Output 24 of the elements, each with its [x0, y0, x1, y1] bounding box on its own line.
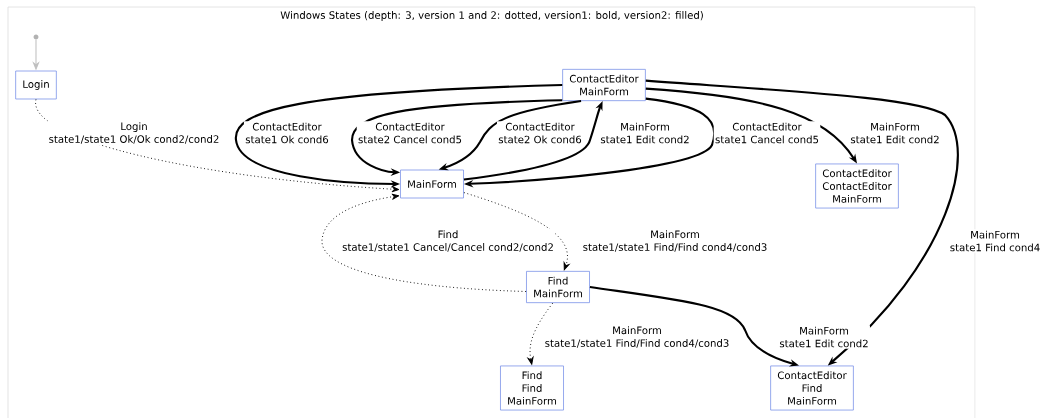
state-box: Find MainForm	[526, 270, 590, 304]
edge-label: MainForm state1 Edit cond2	[599, 121, 691, 145]
arrow	[321, 193, 527, 292]
arrow	[35, 98, 400, 193]
state-box: ContactEditor ContactEditor MainForm	[815, 163, 899, 209]
edge-label: Find state1/state1 Cancel/Cancel cond2/cond2	[340, 228, 556, 254]
state-box: MainForm	[400, 169, 464, 199]
state-box: ContactEditor Find MainForm	[770, 365, 854, 411]
edge-label: MainForm state1 Find cond4	[948, 229, 1042, 253]
edge-label: ContactEditor state1 Ok cond6	[243, 121, 331, 145]
edge-label: MainForm state1 Edit cond2	[778, 325, 870, 349]
state-box: Login	[15, 70, 57, 100]
state-box: Find Find MainForm	[500, 365, 564, 411]
title: Windows States (depth: 3, version 1 and 2: dotted, version1: bold, version2: filled)	[280, 11, 703, 21]
edge-label: MainForm state1/state1 Find/Find cond4/cond3	[581, 228, 769, 254]
arrow	[463, 192, 570, 271]
arrow	[527, 302, 554, 365]
state-box: ContactEditor MainForm	[562, 68, 646, 102]
edge-label: ContactEditor state2 Cancel cond5	[356, 121, 464, 145]
edge-label: ContactEditor state2 Ok cond6	[496, 121, 584, 145]
edge-label: MainForm state1 Edit cond2	[849, 121, 941, 145]
edge-label: Login state1/state1 Ok/Ok cond2/cond2	[47, 120, 221, 146]
edge-label: MainForm state1/state1 Find/Find cond4/cond3	[543, 324, 731, 350]
edge-label: ContactEditor state1 Cancel cond5	[713, 121, 821, 145]
